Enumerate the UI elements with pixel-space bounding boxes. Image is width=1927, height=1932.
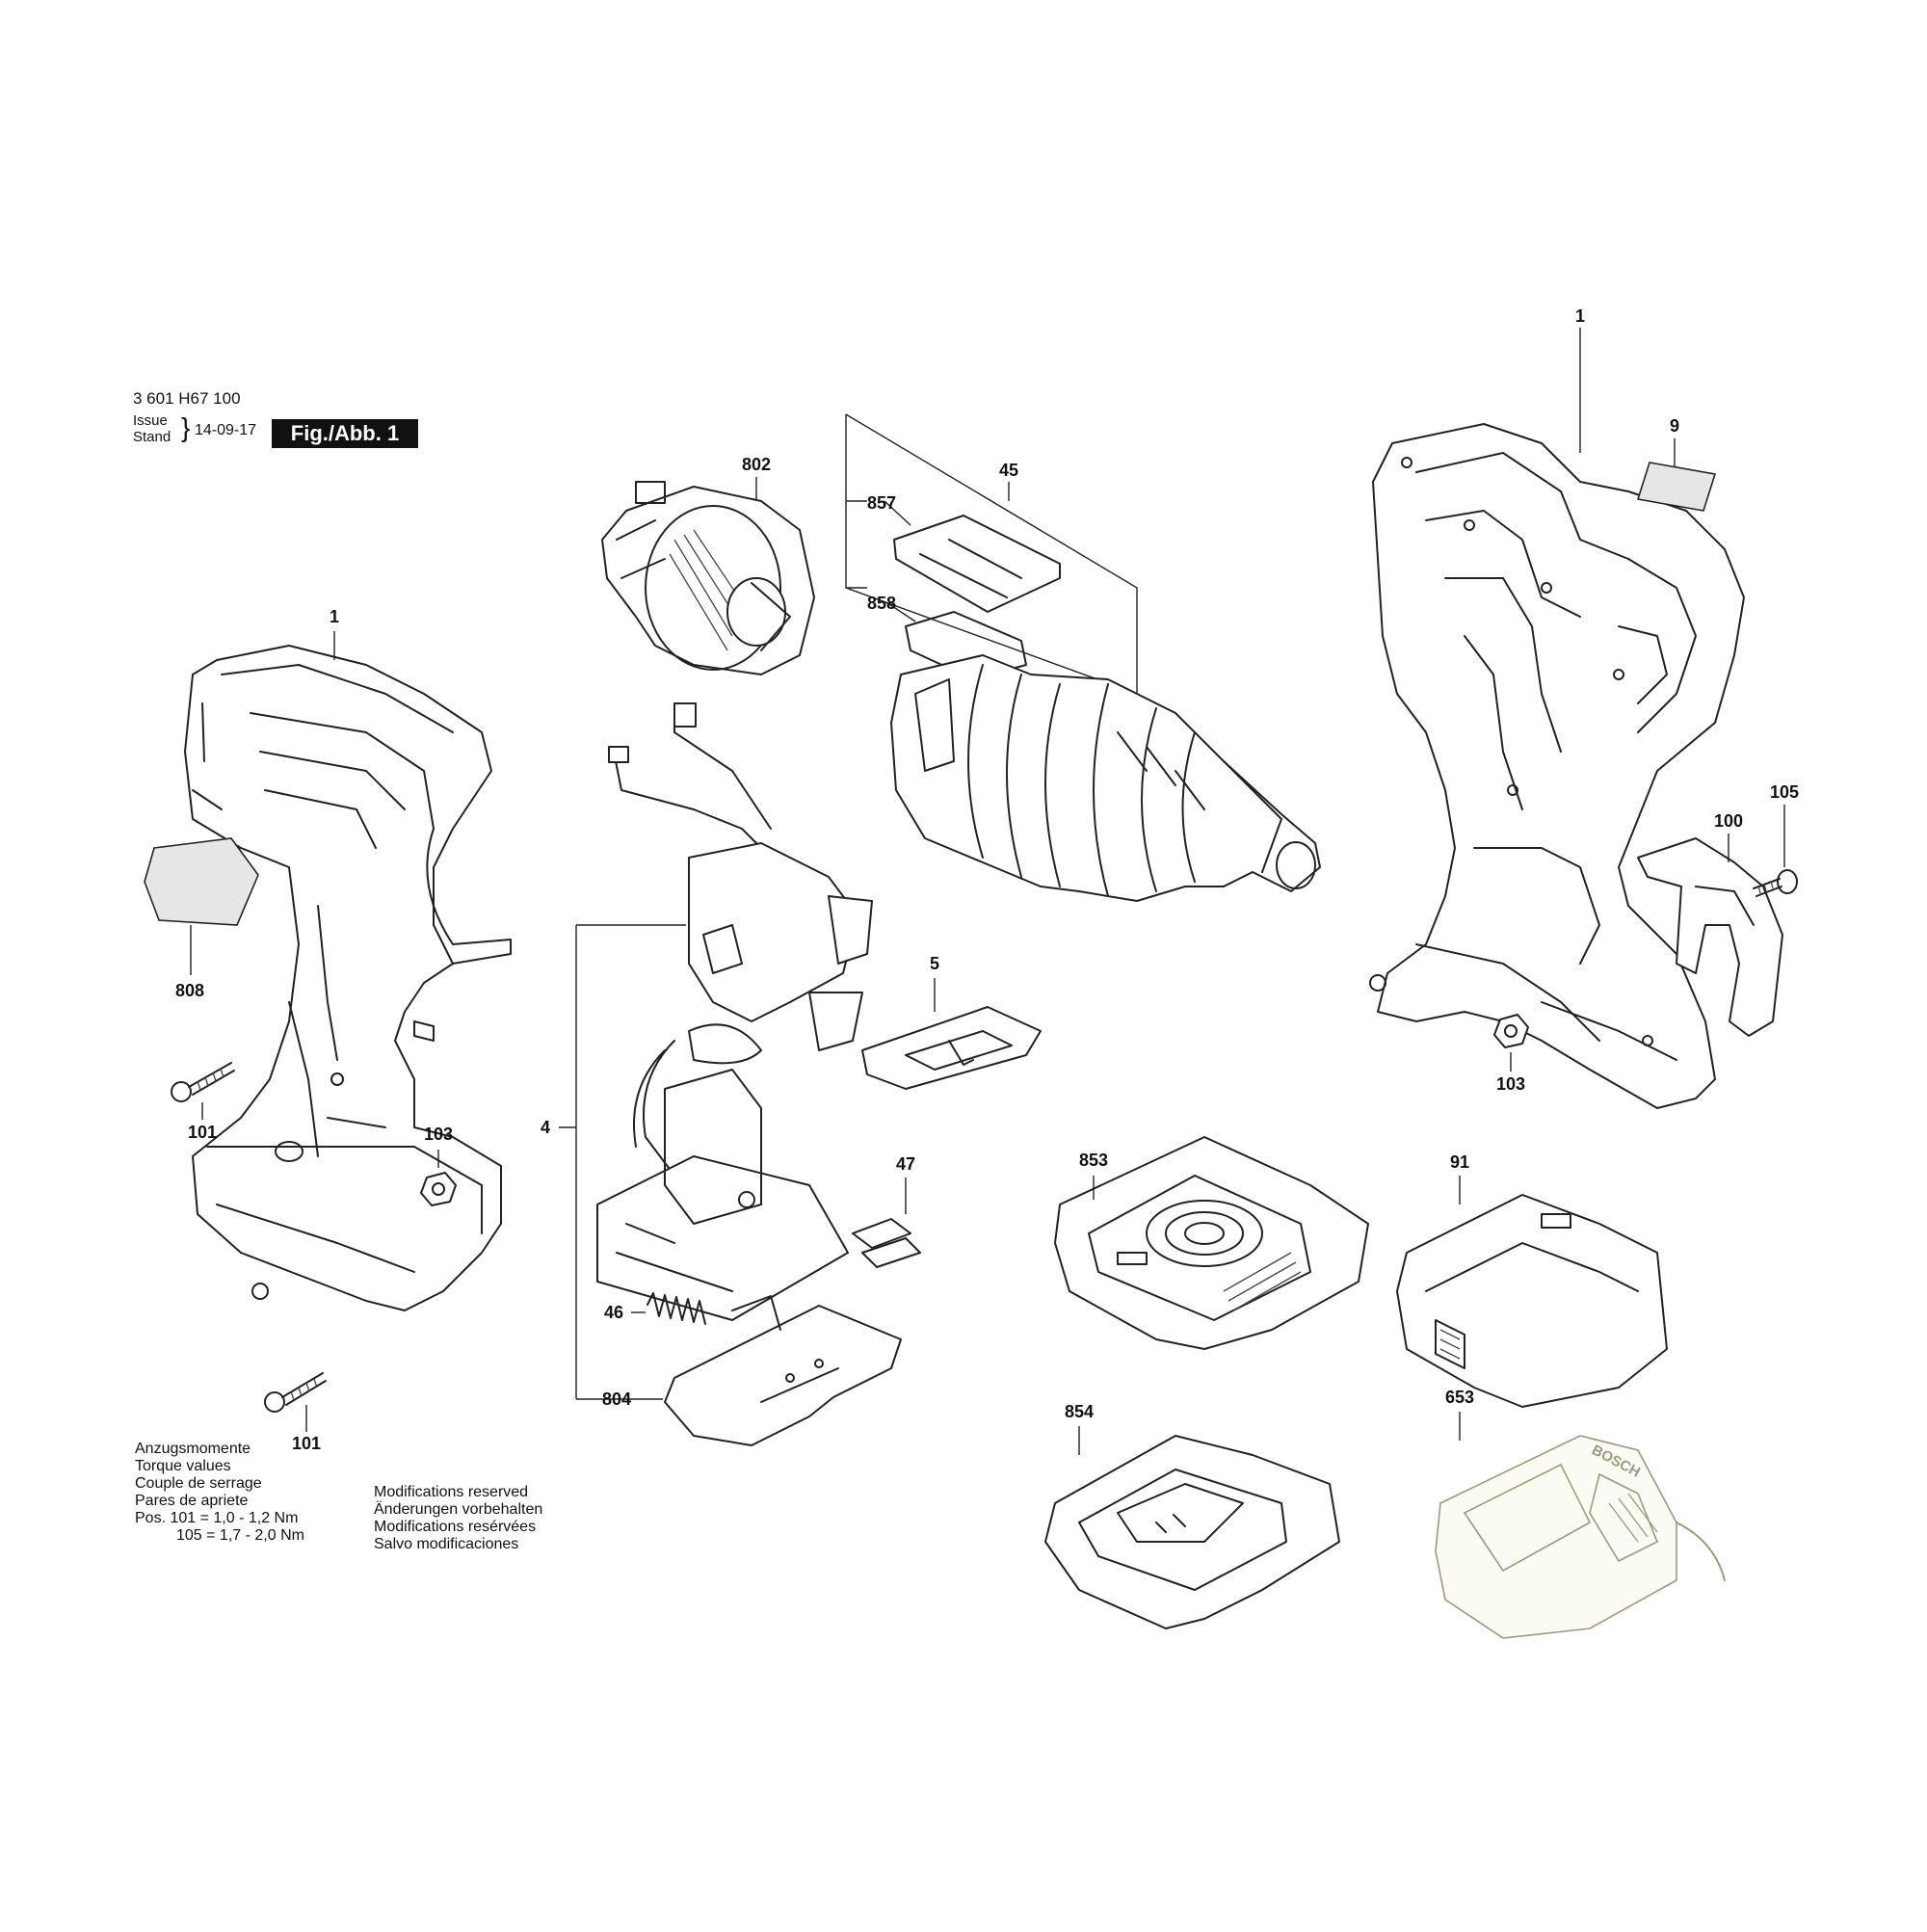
callout-103-left: 103: [423, 1125, 454, 1144]
battery-adapter-854: [1044, 1426, 1340, 1629]
screw-101-bottom: [264, 1372, 327, 1432]
issue-labels: Issue Stand: [133, 412, 171, 445]
torque-values-block: Anzugsmomente Torque values Couple de se…: [135, 1441, 304, 1545]
label-9: [1636, 438, 1717, 512]
battery-91: [1396, 1176, 1668, 1408]
callout-101-bottom: 101: [291, 1434, 322, 1453]
callout-4: 4: [540, 1118, 551, 1137]
callout-808: 808: [174, 981, 205, 1000]
torque-line-es: Pares de apriete: [135, 1493, 249, 1509]
torque-line-en: Torque values: [135, 1458, 231, 1474]
screw-101-top: [171, 1062, 235, 1120]
issue-label: Issue: [133, 412, 168, 429]
torque-value-105: 105 = 1,7 - 2,0 Nm: [176, 1527, 304, 1544]
callout-802: 802: [741, 455, 772, 474]
screw-105: [1753, 805, 1798, 897]
callout-854: 854: [1064, 1402, 1095, 1421]
direction-slider-5: [861, 978, 1042, 1090]
motor-802: [601, 477, 815, 675]
modifications-line-de: Änderungen vorbehalten: [374, 1501, 543, 1518]
modifications-line-fr: Modifications resérvées: [374, 1519, 537, 1535]
callout-804: 804: [601, 1389, 632, 1409]
modifications-line-en: Modifications reserved: [374, 1484, 529, 1500]
callout-1-right: 1: [1574, 306, 1586, 326]
spring-clip-858: [905, 611, 1027, 680]
callout-91: 91: [1449, 1152, 1470, 1172]
callout-105: 105: [1769, 782, 1800, 802]
issue-date: 14-09-17: [195, 422, 257, 438]
torque-line-fr: Couple de serrage: [135, 1475, 262, 1492]
torque-line-de: Anzugsmomente: [135, 1441, 251, 1457]
nut-103-left: [420, 1150, 457, 1206]
callout-857: 857: [866, 493, 897, 513]
battery-plate-804: [664, 1295, 902, 1446]
switch-cover-857: [893, 515, 1061, 613]
document-code: 3 601 H67 100: [133, 389, 241, 408]
brace-symbol: }: [181, 412, 191, 442]
charger-653: [1435, 1412, 1726, 1639]
callout-853: 853: [1078, 1151, 1109, 1170]
torque-value-101: Pos. 101 = 1,0 - 1,2 Nm: [135, 1510, 299, 1526]
housing-half-right: [1369, 328, 1745, 1109]
callout-9: 9: [1669, 416, 1680, 436]
modifications-line-es: Salvo modificaciones: [374, 1536, 519, 1552]
callout-5: 5: [929, 954, 940, 973]
callout-100: 100: [1713, 811, 1744, 831]
callout-101-top: 101: [187, 1123, 218, 1142]
modifications-notice: Modifications reserved Änderungen vorbeh…: [374, 1484, 542, 1553]
callout-653: 653: [1444, 1388, 1475, 1407]
callout-45: 45: [998, 461, 1019, 480]
callout-103-right: 103: [1495, 1074, 1526, 1094]
pad-47: [852, 1178, 921, 1268]
label-sticker-808: [144, 837, 259, 975]
gearbox-chuck-45: [890, 654, 1321, 902]
callout-858: 858: [866, 594, 897, 613]
housing-half-left: [184, 645, 512, 1311]
nut-103-right: [1493, 1014, 1529, 1072]
spring-46: [631, 1292, 706, 1325]
stand-label: Stand: [133, 429, 172, 445]
callout-47: 47: [895, 1154, 916, 1174]
figure-label-box: Fig./Abb. 1: [272, 419, 418, 448]
belt-clip-100: [1637, 834, 1783, 1037]
callout-1-left: 1: [329, 607, 340, 626]
gear-assembly-bracket: [845, 413, 1138, 695]
battery-pack-853: [1054, 1136, 1369, 1350]
callout-46: 46: [603, 1303, 624, 1322]
switch-wiring-4: [559, 702, 873, 1400]
